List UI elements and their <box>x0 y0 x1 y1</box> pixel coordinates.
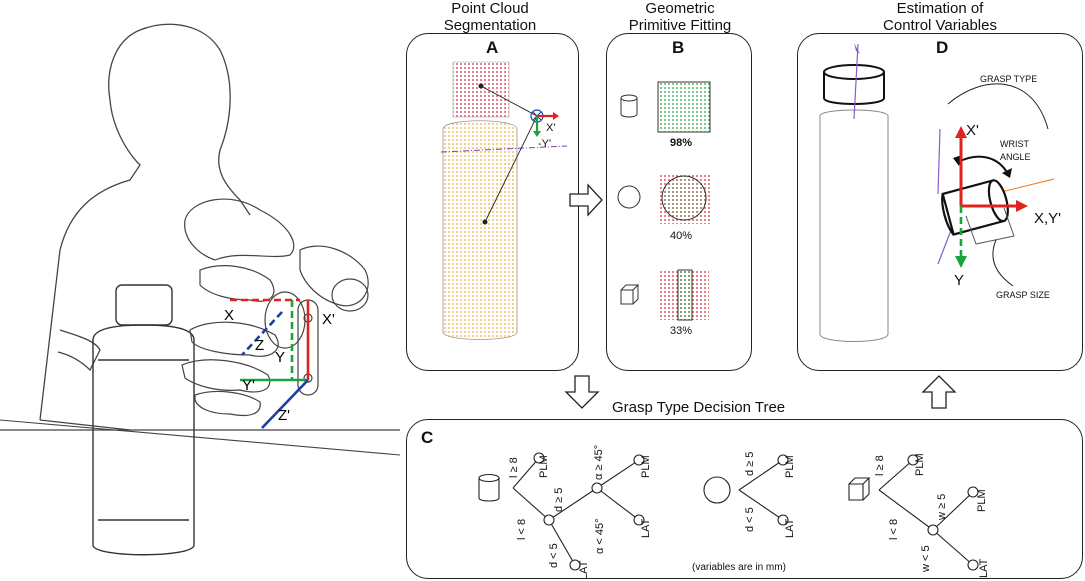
seg-title-line2: Segmentation <box>443 17 537 34</box>
box-plm1: PLM <box>914 453 926 476</box>
cyl-d-lt: d < 5 <box>548 543 560 568</box>
box-plm2: PLM <box>976 489 988 512</box>
seg-title-line1: Point Cloud <box>451 0 529 17</box>
tree-title: Grasp Type Decision Tree <box>612 399 786 416</box>
arrow-up-icon <box>921 375 957 409</box>
spray-can <box>92 284 195 556</box>
panel-a-label: A <box>486 38 499 57</box>
sph-plm: PLM <box>784 455 796 478</box>
est-title: Estimation of Control Variables <box>860 0 1020 34</box>
arrow-down-icon <box>564 375 600 409</box>
scene-illustration: X Z Y Y' Z' X' <box>0 23 400 556</box>
cap-point-cloud <box>452 61 510 118</box>
wrist-angle-arc <box>957 155 1009 175</box>
panel-decision-tree: C <box>406 419 1083 579</box>
panel-segmentation: A X' -Y' <box>406 33 579 371</box>
panel-d-xp-label: X' <box>966 122 979 139</box>
scene-zp-label: Z' <box>278 407 290 424</box>
cap-cylinder <box>823 64 885 105</box>
segmentation-figure <box>440 61 568 340</box>
cyl-plm2: PLM <box>640 455 652 478</box>
fit-title-line2: Primitive Fitting <box>628 17 732 34</box>
cylinder-icon <box>620 94 638 118</box>
fit-title-line1: Geometric <box>645 0 715 17</box>
cylinder-fit-cloud <box>657 81 711 133</box>
arrow-right-icon <box>569 183 603 217</box>
cyl-lat2: LAT <box>640 518 652 538</box>
cylinder-fit-score: 98% <box>670 137 693 149</box>
can-outline <box>819 109 889 342</box>
box-l-lt: l < 8 <box>888 519 900 540</box>
grasp-size-label: GRASP SIZE <box>996 290 1050 300</box>
cylinder-tree-icon <box>478 473 500 502</box>
wrist-angle-line2: ANGLE <box>1000 152 1031 162</box>
panel-d-label: D <box>936 38 949 57</box>
z-axis-dashed <box>241 311 283 356</box>
sph-lat: LAT <box>784 518 796 538</box>
scene-z-label: Z <box>255 337 264 354</box>
box-fit-cloud <box>677 269 693 321</box>
cyl-lat1: LAT <box>578 560 590 578</box>
panel-d-y-label: Y <box>954 272 965 289</box>
box-tree-icon <box>848 477 871 501</box>
sphere-tree-icon <box>703 476 731 504</box>
estimation-figure <box>819 43 1055 342</box>
wrist-angle-line1: WRIST <box>1000 139 1029 149</box>
sphere-icon <box>617 185 641 209</box>
decision-tree-figure: l ≥ 8 l < 8 d ≥ 5 d < 5 α ≥ 45° α < 45° … <box>478 445 990 578</box>
cyl-a-lt: α < 45° <box>594 518 606 554</box>
box-fit-score: 33% <box>670 325 693 337</box>
cyl-d-ge: d ≥ 5 <box>553 488 565 512</box>
fitting-figure <box>617 81 711 321</box>
tree-units-note: (variables are in mm) <box>692 562 786 573</box>
hand-axes <box>230 298 310 429</box>
sphere-fit-score: 40% <box>670 230 693 242</box>
box-lat: LAT <box>978 558 990 578</box>
panel-b-label: B <box>672 38 685 57</box>
prosthetic-hand <box>181 198 369 417</box>
scene-xp-label: X' <box>322 311 335 328</box>
cyl-plm1: PLM <box>538 455 550 478</box>
cyl-l-ge: l ≥ 8 <box>508 457 520 478</box>
panel-fitting: B 98% 40% 33% <box>606 33 752 371</box>
box-icon <box>620 284 640 305</box>
seg-title: Point Cloud Segmentation <box>430 0 550 34</box>
scene-x-label: X <box>224 307 234 324</box>
panel-a-xp-label: X' <box>546 122 556 134</box>
sph-d-ge: d ≥ 5 <box>744 452 756 476</box>
z-prime-axis <box>261 379 309 429</box>
scene-yp-label: Y' <box>242 377 255 394</box>
fit-title: Geometric Primitive Fitting <box>610 0 750 34</box>
sph-d-lt: d < 5 <box>744 507 756 532</box>
wrist-angle-label: WRIST ANGLE <box>1000 138 1031 164</box>
panel-estimation: D GRASP TYPE WRIST ANGLE <box>797 33 1083 371</box>
sphere-fit-circle <box>661 175 707 221</box>
person-outline <box>39 23 251 421</box>
panel-c-label: C <box>421 428 434 447</box>
box-w-lt: w < 5 <box>920 545 932 573</box>
est-title-line2: Control Variables <box>883 17 997 34</box>
grasp-type-label: GRASP TYPE <box>980 74 1038 84</box>
grasp-size-bracket <box>965 207 1015 245</box>
panel-a-yp-label: -Y' <box>538 138 552 150</box>
body-point-cloud <box>442 120 518 340</box>
box-l-ge: l ≥ 8 <box>874 455 886 476</box>
scene-y-label: Y <box>275 349 285 366</box>
cyl-a-ge: α ≥ 45° <box>593 445 605 480</box>
est-title-line1: Estimation of <box>896 0 984 17</box>
panel-d-xy-label: X,Y' <box>1034 210 1062 227</box>
cyl-l-lt: l < 8 <box>516 519 528 540</box>
grasp-type-arc <box>947 83 1049 130</box>
box-w-ge: w ≥ 5 <box>936 494 948 521</box>
